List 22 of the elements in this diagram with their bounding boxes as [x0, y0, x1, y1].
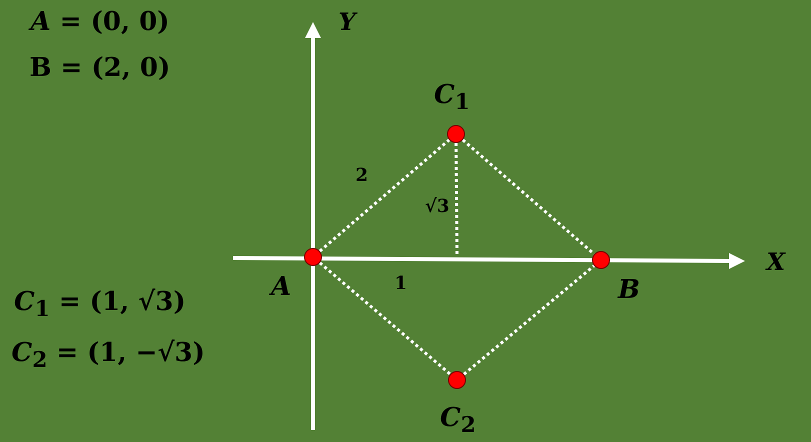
axis-label: Y: [338, 10, 356, 34]
point-marker: [447, 125, 465, 143]
axis-label: X: [766, 250, 786, 274]
point-marker: [448, 371, 466, 389]
dotted-line: [318, 262, 452, 376]
point-label: C$_{2}$: [440, 405, 476, 437]
dotted-line: [462, 138, 596, 256]
edge-label: √3: [425, 198, 450, 216]
dotted-line: [454, 142, 458, 256]
point-label: B: [618, 277, 640, 303]
dotted-line: [462, 264, 596, 376]
length-label: 1: [394, 275, 408, 293]
edge-label: 2: [356, 167, 368, 185]
coordinate-equation: B = (2, 0): [30, 55, 170, 81]
coordinate-equation: C$_{1}$ = (1, √3): [14, 289, 186, 321]
point-marker: [304, 248, 322, 266]
point-label: C$_{1}$: [434, 82, 470, 114]
point-label: A: [271, 274, 292, 300]
coordinate-equation: C$_{2}$ = (1, −√3): [12, 340, 205, 372]
dotted-line: [318, 138, 450, 252]
coordinate-equation: A = (0, 0): [30, 9, 170, 35]
point-marker: [592, 251, 610, 269]
